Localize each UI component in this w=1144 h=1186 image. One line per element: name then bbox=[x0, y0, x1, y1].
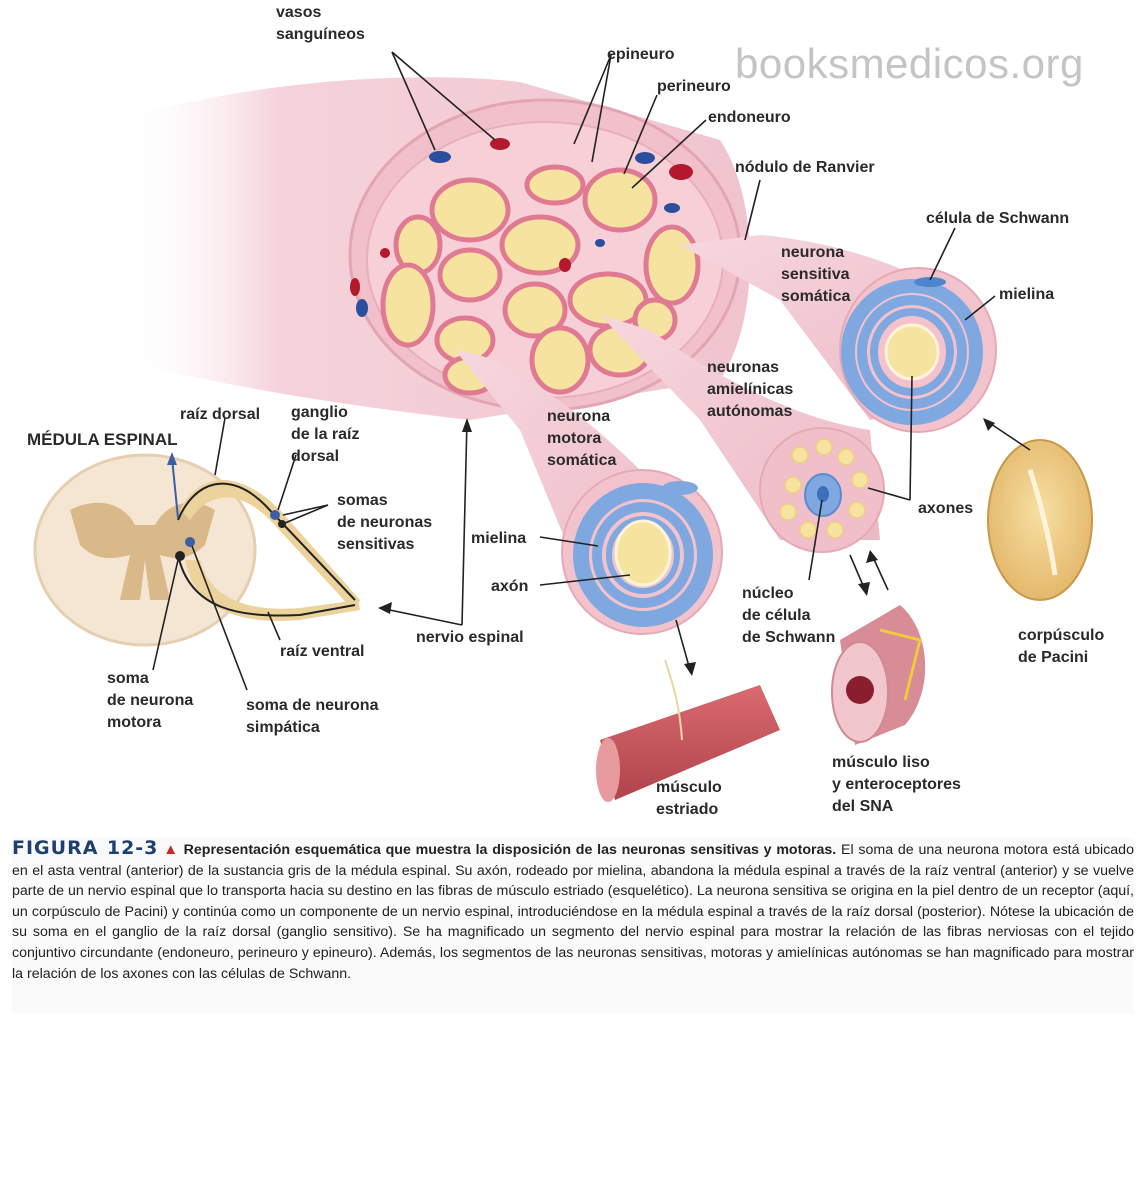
motor-soma bbox=[175, 551, 185, 561]
label-epineurium: epineuro bbox=[607, 46, 675, 63]
label-node-of-ranvier: nódulo de Ranvier bbox=[735, 159, 875, 176]
sensory-soma-2 bbox=[278, 520, 286, 528]
label-ventral-root: raíz ventral bbox=[280, 643, 365, 660]
ascending-arrowhead bbox=[167, 452, 177, 465]
label-somatic-motor-neuron: neurona motora somática bbox=[547, 408, 617, 469]
ascending-arrow bbox=[171, 457, 179, 519]
schwann-nucleus bbox=[817, 486, 829, 502]
sensory-axon bbox=[884, 323, 940, 381]
motor-pathway bbox=[177, 554, 356, 617]
label-axons: axones bbox=[918, 500, 974, 517]
label-endoneurium: endoneuro bbox=[708, 109, 791, 126]
figure-number: FIGURA 12-3 bbox=[12, 838, 159, 859]
motor-axon bbox=[614, 519, 672, 587]
motor-myelin-rings bbox=[573, 483, 713, 627]
fascicles bbox=[380, 164, 701, 396]
label-somatic-sensory-neuron: neurona sensitiva somática bbox=[781, 244, 851, 305]
sympathetic-soma bbox=[185, 537, 195, 547]
arrowheads bbox=[378, 418, 995, 676]
label-dorsal-root-ganglion: ganglio de la raíz dorsal bbox=[291, 404, 360, 465]
watermark: booksmedicos.org bbox=[735, 40, 1084, 87]
striated-muscle bbox=[600, 685, 780, 800]
label-spinal-nerve: nervio espinal bbox=[416, 629, 524, 646]
label-sensory-somas: somas de neuronas sensitivas bbox=[337, 492, 433, 553]
nerve-anatomy-figure: booksmedicos.org vasos sanguíneos epineu… bbox=[27, 4, 1105, 818]
label-striated-muscle: músculo estriado bbox=[656, 779, 722, 818]
leader-lines bbox=[152, 51, 1031, 691]
label-smooth-muscle: músculo liso y enteroceptores del SNA bbox=[832, 754, 961, 815]
ventral-root bbox=[185, 560, 360, 621]
label-spinal-cord: MÉDULA ESPINAL bbox=[27, 430, 178, 449]
figure-caption: FIGURA 12-3 ▲ Representación esquemática… bbox=[12, 838, 1134, 1014]
label-dorsal-root: raíz dorsal bbox=[180, 406, 261, 423]
label-myelin-sensory: mielina bbox=[999, 286, 1055, 303]
label-unmyelinated-autonomic: neuronas amielínicas autónomas bbox=[707, 359, 794, 420]
label-perineurium: perineuro bbox=[657, 78, 731, 95]
sensory-schwann-cell bbox=[914, 277, 946, 287]
unmyelinated-axons bbox=[779, 438, 869, 539]
sensory-soma-1 bbox=[270, 510, 280, 520]
label-motor-neuron-soma: soma de neurona motora bbox=[107, 670, 194, 731]
label-axon: axón bbox=[491, 578, 529, 595]
figure-illustration bbox=[33, 51, 1093, 802]
blood-vessels bbox=[350, 138, 693, 317]
label-blood-vessels: vasos sanguíneos bbox=[276, 4, 365, 43]
motor-schwann-cell bbox=[662, 481, 698, 495]
gray-matter bbox=[70, 502, 215, 600]
caption-body: El soma de una neurona motora está ubica… bbox=[12, 842, 1134, 982]
label-schwann-cell: célula de Schwann bbox=[926, 210, 1070, 227]
label-schwann-nucleus: núcleo de célula de Schwann bbox=[742, 585, 836, 646]
label-myelin-motor: mielina bbox=[471, 530, 527, 547]
caption-title: Representación esquemática que muestra l… bbox=[183, 842, 837, 858]
label-pacinian-corpuscle: corpúsculo de Pacini bbox=[1018, 627, 1105, 666]
triangle-marker-icon: ▲ bbox=[163, 841, 179, 858]
pacinian-corpuscle bbox=[987, 439, 1093, 601]
label-sympathetic-neuron-soma: soma de neurona simpática bbox=[246, 697, 379, 736]
sensory-pathway bbox=[177, 482, 356, 601]
